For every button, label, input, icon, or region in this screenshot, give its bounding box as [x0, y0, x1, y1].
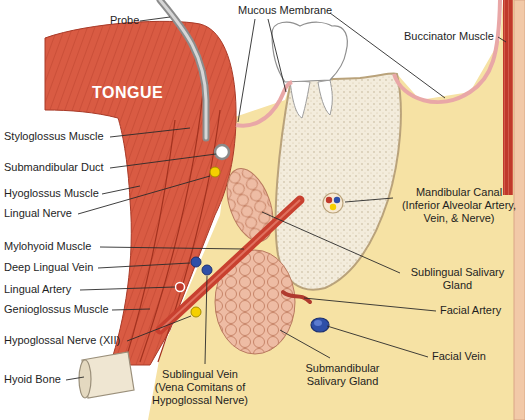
part-label: Hyoglossus Muscle: [4, 187, 99, 200]
leader-line: [140, 17, 170, 21]
hypoglossal-nerve: [191, 307, 201, 317]
part-label: Hypoglossal Nerve (XII): [4, 334, 120, 347]
part-label: Mandibular Canal (Inferior Alveolar Arte…: [396, 186, 522, 225]
leader-line: [330, 13, 445, 98]
leader-line: [498, 37, 506, 42]
part-label: Facial Artery: [440, 304, 501, 317]
gland-lobules: [218, 162, 282, 247]
part-label: Genioglossus Muscle: [4, 303, 109, 316]
part-label: Mylohyoid Muscle: [4, 240, 91, 253]
leader-line: [110, 128, 190, 137]
leader-line: [238, 19, 255, 122]
nerve-dot: [330, 204, 336, 210]
facial-artery: [283, 292, 310, 302]
tooth-root: [290, 80, 332, 118]
mandible: [276, 73, 401, 289]
part-label: Facial Vein: [432, 350, 486, 363]
part-label: Lingual Nerve: [4, 207, 72, 220]
part-label: Sublingual Salivary Gland: [400, 266, 515, 292]
sublingual-vein: [202, 265, 212, 275]
lingual-artery: [176, 283, 185, 292]
part-label: Sublingual Vein (Vena Comitans of Hypogl…: [150, 368, 250, 407]
hyoid-cut-end: [79, 360, 91, 398]
leader-line: [127, 316, 191, 341]
muscle-striation: [503, 0, 513, 195]
region-label: TONGUE: [92, 84, 163, 102]
leader-line: [268, 19, 286, 92]
leader-line: [262, 212, 400, 273]
buccinator-muscle: [503, 0, 513, 195]
probe-highlight: [160, 0, 206, 138]
part-label: Probe: [110, 14, 139, 27]
part-label: Lingual Artery: [4, 283, 71, 296]
leader-line: [205, 276, 207, 364]
part-label: Buccinator Muscle: [404, 30, 494, 43]
artery-dot: [326, 197, 332, 203]
part-label: Submandibular Salivary Gland: [300, 362, 385, 388]
leader-line: [112, 309, 150, 310]
leader-line: [327, 326, 428, 357]
leader-line: [304, 298, 436, 311]
facial-vein: [311, 318, 329, 332]
mucous-membrane: [236, 82, 292, 126]
leader-line: [280, 330, 330, 358]
vessel-highlight: [314, 320, 322, 326]
probe: [160, 0, 206, 138]
leader-line: [98, 263, 190, 268]
leader-line: [345, 198, 393, 202]
leader-line: [66, 377, 84, 380]
mandibular-canal: [323, 193, 343, 213]
submandibular-duct: [215, 145, 229, 159]
leader-line: [100, 247, 244, 249]
mucous-membrane: [394, 0, 500, 102]
leader-line: [80, 287, 175, 290]
deep-lingual-vein: [191, 257, 201, 267]
lingual-nerve: [210, 167, 220, 177]
part-label: Submandibular Duct: [4, 161, 104, 174]
part-label: Hyoid Bone: [4, 373, 61, 386]
part-label: Styloglossus Muscle: [4, 130, 104, 143]
bone-texture: [276, 73, 401, 289]
part-label: Deep Lingual Vein: [4, 261, 93, 274]
sublingual-gland: [218, 162, 282, 247]
molar-tooth: [272, 22, 347, 82]
leader-line: [110, 154, 216, 168]
vein-dot: [334, 197, 340, 203]
leader-line: [102, 186, 140, 194]
part-label: Mucous Membrane: [238, 4, 332, 17]
